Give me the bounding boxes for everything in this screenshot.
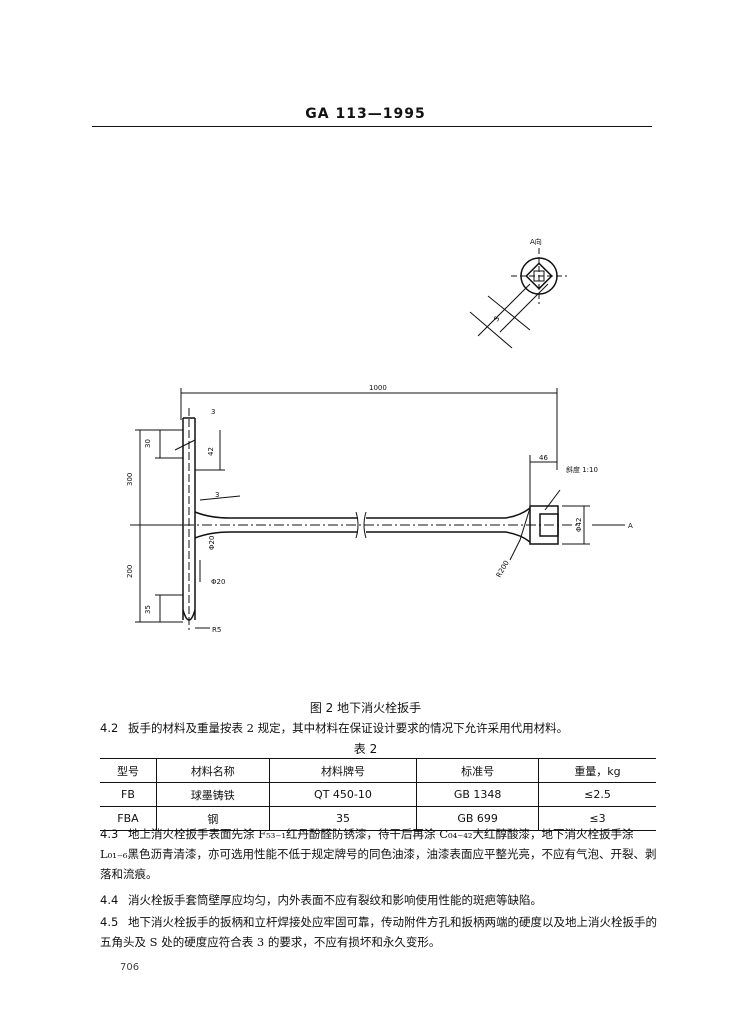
table-cell: FB [121,788,135,801]
standard-code: GA 113—1995 [305,106,426,122]
dim-3-mid: 3 [215,491,219,499]
figure-caption: 图 2 地下消火栓扳手 [309,701,422,715]
dim-1000: 1000 [369,384,387,392]
section-4-4: 4.4 消火栓扳手套筒壁厚应均匀，内外表面不应有裂纹和影响使用性能的斑疤等缺陷。 [100,890,660,910]
table-header: 材料名称 [155,758,270,783]
dim-r200: R200 [495,559,511,579]
dim-arrow-a: A [628,522,633,530]
table-cell: FBA [117,812,139,825]
table-header-row: 型号 材料名称 材料牌号 标准号 重量，kg [100,758,656,783]
table-cell: GB 1348 [416,782,539,807]
dim-phi20-shaft: Φ20 [208,536,216,550]
dim-42: 42 [207,447,215,456]
dim-a-view: A向 [530,237,542,246]
section-text: 地上消火栓扳手表面先涂 F₅₃₋₁红丹酚醛防锈漆，待干后再涂 C₀₄₋₄₂大红醇… [100,827,657,881]
table-cell: QT 450-10 [268,782,417,807]
table-cell: 钢 [155,806,270,831]
dim-35: 35 [144,605,152,614]
wrench-drawing: A向 S 1000 3 3 30 42 300 Φ20 200 Φ20 35 R… [126,237,633,634]
section-text: 地下消火栓扳手的扳柄和立杆焊接处应牢固可靠，传动附件方孔和扳柄两端的硬度以及地上… [100,915,657,949]
table-cell: ≤3 [537,806,656,831]
table-cell: 35 [268,806,417,831]
table-header: 型号 [116,764,139,778]
horizontal-shaft [194,505,559,545]
dim-phi20-handle: Φ20 [211,578,225,586]
page-number: 706 [120,962,140,973]
material-table: 型号 材料名称 材料牌号 标准号 重量，kg FB 球墨铸铁 QT 450-10… [100,758,656,831]
a-view-detail [469,248,567,349]
header-rule [92,126,652,127]
table-cell: 球墨铸铁 [155,782,270,807]
table-header: 重量，kg [537,758,656,783]
dim-300: 300 [126,473,134,486]
table-row: FB 球墨铸铁 QT 450-10 GB 1348 ≤2.5 [100,782,656,807]
section-number: 4.5 [100,915,119,929]
table-row: FBA 钢 35 GB 699 ≤3 [100,806,656,831]
dim-phi42: Φ42 [575,518,583,532]
section-number: 4.3 [100,827,119,841]
table-cell: GB 699 [416,806,539,831]
section-number: 4.2 [100,721,119,735]
dim-3-top: 3 [211,408,215,416]
dim-slope: 斜度 1:10 [566,465,598,474]
table-cell: ≤2.5 [537,782,656,807]
section-text: 扳手的材料及重量按表 2 规定，其中材料在保证设计要求的情况下允许采用代用材料。 [128,721,569,735]
dim-r5: R5 [212,626,221,634]
dim-s: S [492,314,501,323]
table-header: 材料牌号 [268,758,417,783]
section-4-2: 4.2 扳手的材料及重量按表 2 规定，其中材料在保证设计要求的情况下允许采用代用… [100,718,660,738]
table-title: 表 2 [353,742,378,756]
dim-30: 30 [144,439,152,448]
dim-46: 46 [539,454,548,462]
dim-200: 200 [126,565,134,578]
section-number: 4.4 [100,893,119,907]
section-text: 消火栓扳手套筒壁厚应均匀，内外表面不应有裂纹和影响使用性能的斑疤等缺陷。 [128,893,542,907]
table-header: 标准号 [416,758,539,783]
